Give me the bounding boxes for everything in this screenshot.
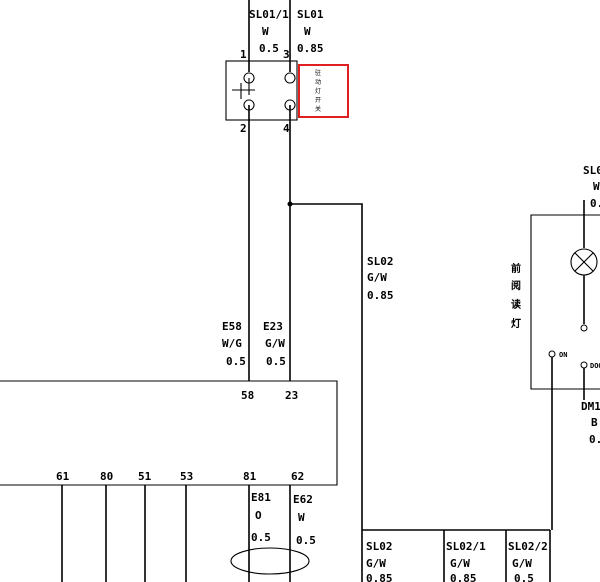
lamp-name-char: 阅 [511,279,521,292]
lamp-door-label: DOO [590,362,600,370]
svg-text:0.85: 0.85 [450,572,477,582]
wire-label-dm1: DM1 [581,400,600,413]
module-pin-81: 81 [243,470,257,483]
wire-label-e23: E23 [263,320,283,333]
switch-name-char: 灯 [315,87,321,95]
svg-text:W: W [298,511,305,524]
brake-light-switch: 1 3 2 4 驻 动 灯 开 关 [225,48,321,135]
lamp-on-label: ON [559,351,567,359]
svg-text:W: W [304,25,311,38]
wire-label-sl01: SL01 [297,8,324,21]
svg-text:0.85: 0.85 [297,42,324,55]
lamp-name-char: 前 [511,262,521,275]
svg-text:0.: 0. [590,197,600,210]
wire-label-sl01-1: SL01/1 [249,8,289,21]
module-outline [0,380,338,486]
svg-text:0.5: 0.5 [296,534,316,547]
module-pin-58: 58 [241,389,254,402]
module-pin-61: 61 [56,470,70,483]
switch-name-char: 开 [315,97,321,104]
highlight-box [298,64,349,118]
svg-text:G/W: G/W [366,557,386,570]
svg-text:0.5: 0.5 [266,355,286,368]
switch-name-char: 驻 [315,69,321,77]
control-module: 58 23 61 80 51 53 81 62 [0,380,338,486]
switch-body [225,60,298,121]
switch-name-char: 动 [315,79,321,86]
svg-text:G/W: G/W [450,557,470,570]
lamp-name-char: 读 [511,298,521,311]
lamp-name-char: 灯 [511,317,521,330]
svg-text:0.85: 0.85 [366,572,393,582]
module-pin-62: 62 [291,470,304,483]
svg-text:G/W: G/W [265,337,285,350]
svg-text:0.5: 0.5 [226,355,246,368]
svg-text:B: B [591,416,598,429]
wire-label-sl0: SL0 [583,164,600,177]
svg-text:O: O [255,509,262,522]
wire-label-sl02: SL02 [367,255,394,268]
lamp-housing [530,214,600,390]
svg-text:G/W: G/W [367,271,387,284]
switch-pin-2: 2 [240,122,247,135]
wire-label-e62: E62 [293,493,313,506]
svg-text:W/G: W/G [222,337,242,350]
wire-label-sl02-2: SL02/2 [508,540,548,553]
module-pin-51: 51 [138,470,152,483]
wire-label-e81: E81 [251,491,271,504]
svg-text:W: W [593,180,600,193]
module-pin-53: 53 [180,470,193,483]
switch-pin-4: 4 [283,122,290,135]
svg-text:0.5: 0.5 [514,572,534,582]
svg-text:W: W [262,25,269,38]
module-pin-80: 80 [100,470,113,483]
svg-text:0.5: 0.5 [251,531,271,544]
switch-pin-3: 3 [283,48,290,61]
front-reading-lamp: 前 阅 读 灯 DOO ON SL0 W 0. DM1 B 0.5 [511,164,600,530]
svg-text:G/W: G/W [512,557,532,570]
wire-label-sl02-bottom: SL02 [366,540,393,553]
module-pin-23: 23 [285,389,298,402]
svg-text:0.5: 0.5 [589,433,600,446]
switch-pin-1: 1 [240,48,247,61]
twisted-pair-ellipse [230,547,310,575]
wire-label-sl02-1: SL02/1 [446,540,486,553]
svg-text:0.5: 0.5 [259,42,279,55]
wire-label-e58: E58 [222,320,242,333]
svg-text:0.85: 0.85 [367,289,394,302]
switch-name-char: 关 [315,105,321,113]
